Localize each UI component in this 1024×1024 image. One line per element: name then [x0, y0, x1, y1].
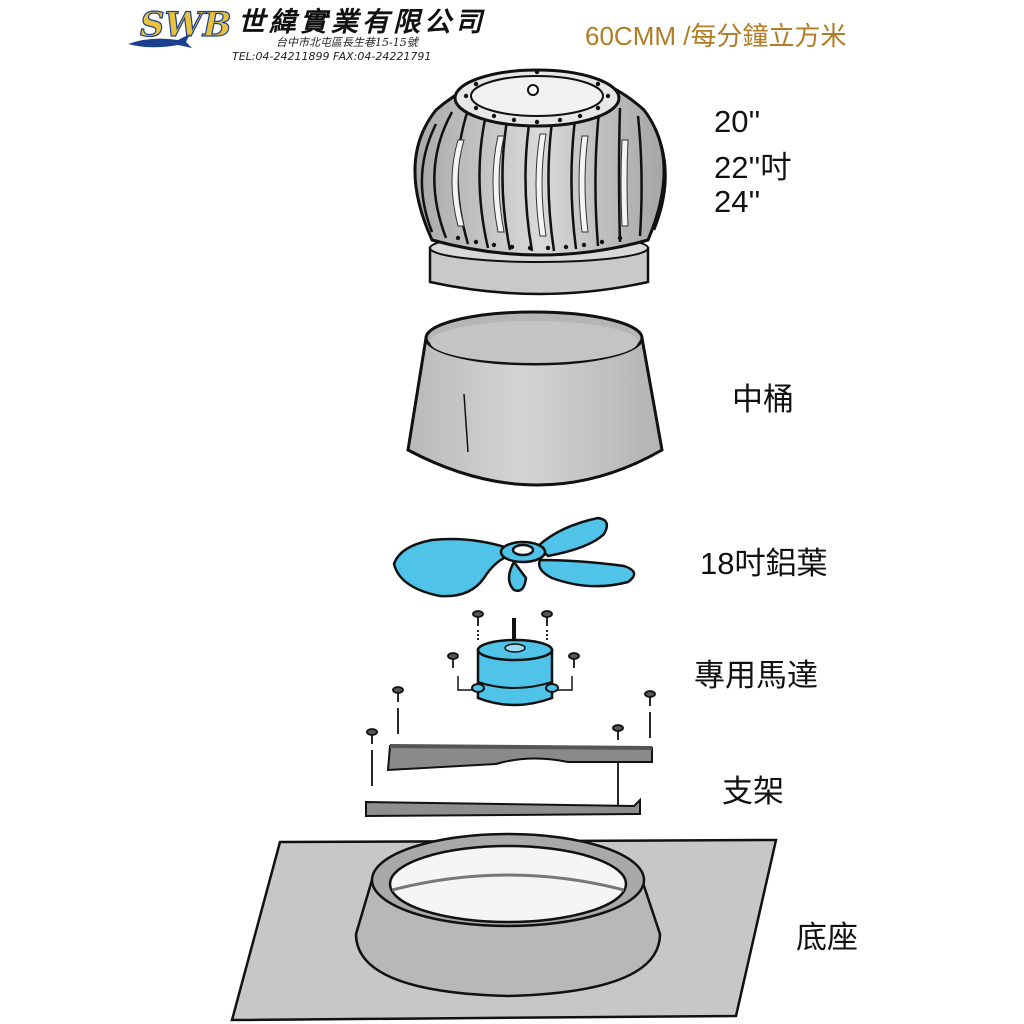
motor-mount-right [545, 683, 559, 693]
motor-bracket-guide [457, 676, 573, 691]
screw-icon [472, 610, 484, 626]
size-22: 22''吋 [714, 150, 792, 185]
screw-icon [541, 610, 553, 626]
company-address: 台中市北屯區長生巷15-15號 [276, 36, 418, 49]
screw-icon [366, 728, 378, 744]
vane-slots [451, 133, 629, 237]
blade-tail [507, 559, 528, 592]
fish-icon [128, 34, 192, 48]
base-plate [230, 832, 778, 1022]
screw-icon [392, 686, 404, 702]
bracket-upper [386, 744, 653, 772]
logo-lettering: SWB [140, 5, 231, 45]
turbine-ventilator [413, 68, 667, 296]
cap-center-bolt [527, 84, 539, 96]
barrel-body [406, 336, 664, 487]
size-20: 20'' [714, 104, 761, 139]
bracket [365, 744, 653, 818]
barrel [406, 310, 664, 487]
motor-mount-left [471, 683, 485, 693]
cap-rivets [463, 69, 611, 125]
label-bracket: 支架 [722, 774, 784, 809]
fan-blade [392, 516, 636, 598]
blade-left [392, 537, 510, 598]
company-name: 世緯實業有限公司 [238, 7, 486, 38]
screw-icon [644, 690, 656, 706]
base-opening [388, 844, 628, 924]
label-blade: 18吋鋁葉 [700, 546, 828, 581]
label-base: 底座 [796, 920, 858, 955]
company-logo: SWB [128, 4, 232, 48]
turbine-cap [470, 75, 604, 117]
blade-right-bottom [538, 558, 636, 588]
screw-icon [568, 652, 580, 668]
airflow-spec: 60CMM /每分鐘立方米 [585, 21, 847, 51]
bracket-lower [365, 797, 641, 818]
screw-icon [612, 724, 624, 740]
label-motor: 專用馬達 [694, 658, 818, 693]
label-barrel: 中桶 [732, 382, 794, 417]
motor [457, 618, 573, 707]
size-24: 24'' [714, 184, 761, 219]
motor-body [476, 648, 554, 707]
barrel-seam [463, 393, 469, 453]
collar-rivets [455, 235, 623, 251]
screw-icon [447, 652, 459, 668]
blade-right-top [536, 516, 609, 558]
company-contact: TEL:04-24211899 FAX:04-24221791 [232, 50, 432, 63]
screws [366, 610, 656, 810]
